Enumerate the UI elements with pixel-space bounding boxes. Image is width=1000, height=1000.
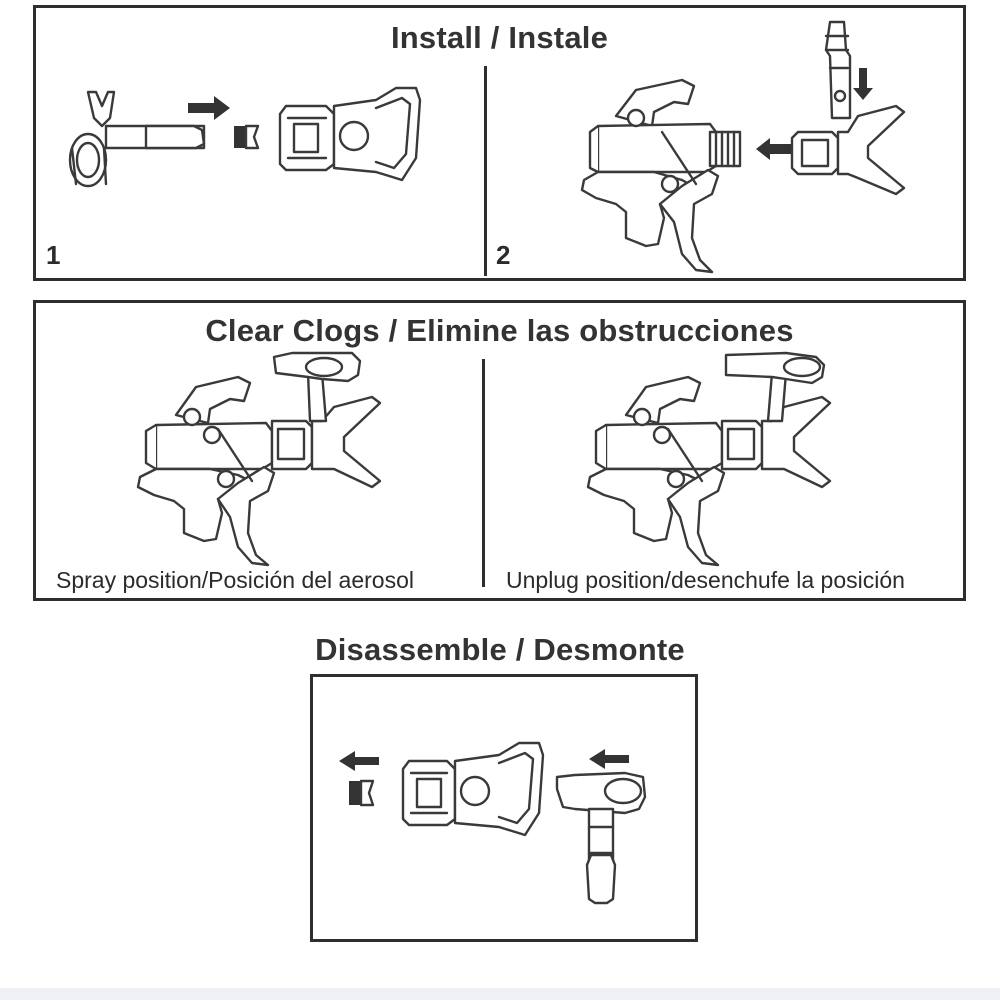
reversible-tip-icon — [824, 20, 852, 120]
install-step1-art — [68, 86, 422, 188]
arrow-icon — [589, 749, 629, 769]
disassemble-art — [339, 741, 647, 905]
install-panel: Install / Instale 1 2 — [33, 5, 966, 281]
tip-guard-icon — [278, 86, 422, 182]
reversible-tip-icon — [68, 90, 206, 188]
install-title: Install / Instale — [390, 20, 609, 55]
install-divider — [484, 66, 487, 276]
tip-guard-icon — [790, 104, 906, 196]
step-1-label: 1 — [46, 240, 61, 270]
disassemble-panel — [310, 674, 698, 942]
arrow-icon — [756, 138, 792, 160]
reversible-tip-icon — [724, 351, 826, 423]
step-2-label: 2 — [496, 240, 511, 270]
spray-position-caption: Spray position/Posición del aerosol — [56, 567, 414, 593]
clear-clogs-divider — [482, 359, 485, 587]
clear-clogs-title: Clear Clogs / Elimine las obstrucciones — [205, 313, 794, 348]
tip-guard-icon — [270, 395, 382, 489]
clear-clogs-panel: Clear Clogs / Elimine las obstrucciones … — [33, 300, 966, 601]
seal-icon — [234, 124, 260, 150]
footer-bar — [0, 988, 1000, 1000]
tip-guard-icon — [401, 741, 545, 837]
unplug-position-caption: Unplug position/desenchufe la posición — [506, 567, 905, 593]
seal-icon — [349, 779, 375, 807]
arrow-icon — [853, 68, 873, 100]
reversible-tip-icon — [555, 771, 647, 905]
arrow-icon — [188, 96, 230, 120]
install-step2-art — [580, 20, 906, 274]
reversible-tip-icon — [272, 351, 362, 423]
spray-gun-icon — [136, 375, 276, 567]
unplug-position-art — [586, 351, 832, 567]
disassemble-title: Disassemble / Desmonte — [315, 632, 685, 667]
spray-gun-icon — [580, 78, 742, 274]
spray-gun-icon — [586, 375, 726, 567]
spray-position-art — [136, 351, 382, 567]
arrow-icon — [339, 751, 379, 771]
